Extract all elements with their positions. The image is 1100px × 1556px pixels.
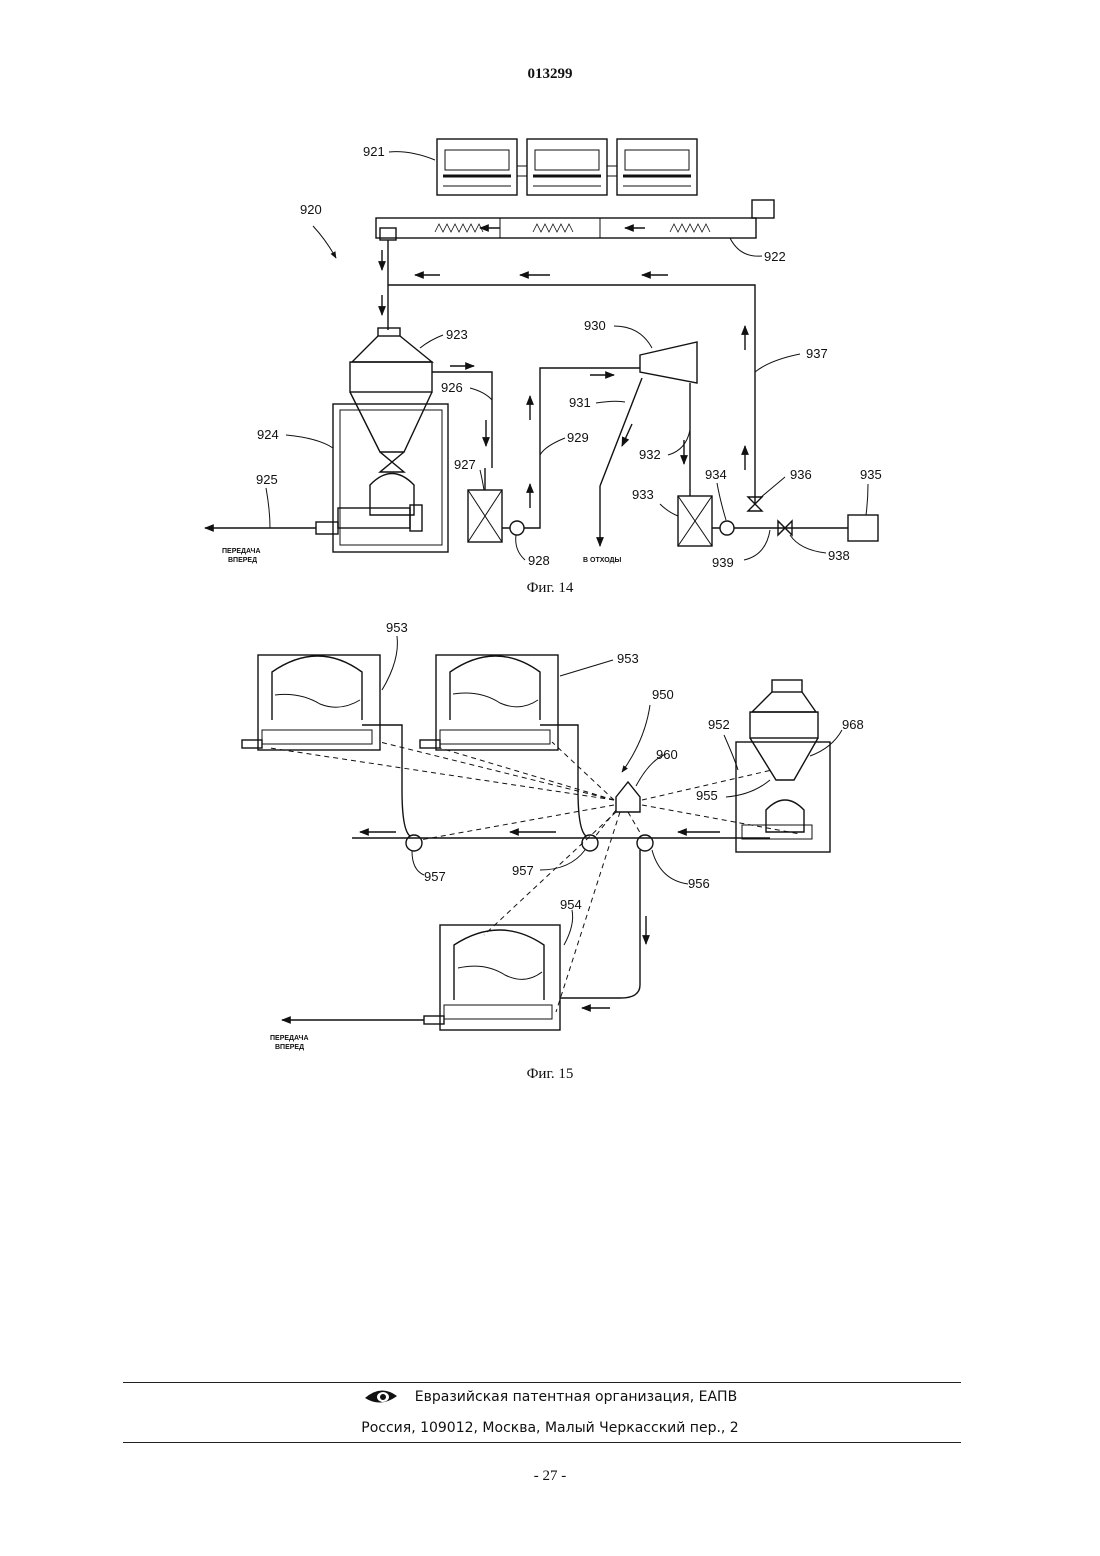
unit-953-left	[242, 655, 380, 750]
waste-label: В ОТХОДЫ	[583, 557, 622, 564]
label-957a: 957	[424, 869, 446, 884]
footer-top-rule	[123, 1382, 961, 1383]
label-950: 950	[652, 687, 674, 702]
label-936: 936	[790, 467, 812, 482]
label-953a: 953	[386, 620, 408, 635]
label-924: 924	[257, 427, 279, 442]
transfer-label-line2-fig14: ВПЕРЕД	[228, 557, 257, 564]
label-930: 930	[584, 318, 606, 333]
label-957b: 957	[512, 863, 534, 878]
conveyor-922	[376, 200, 774, 240]
figure-15	[242, 636, 842, 1030]
label-929: 929	[567, 430, 589, 445]
label-938: 938	[828, 548, 850, 563]
transfer-label-line1-fig14: ПЕРЕДАЧА	[222, 548, 261, 555]
footer-bottom-rule	[123, 1442, 961, 1443]
label-927: 927	[454, 457, 476, 472]
footer-organization: Евразийская патентная организация, ЕАПВ	[0, 1388, 1100, 1406]
label-922: 922	[764, 249, 786, 264]
figure-15-caption: Фиг. 15	[0, 1066, 1100, 1083]
label-937: 937	[806, 346, 828, 361]
dryer-units-921	[437, 139, 697, 195]
label-956: 956	[688, 876, 710, 891]
label-934: 934	[705, 467, 727, 482]
controller-960	[616, 782, 640, 812]
hopper-923	[350, 328, 432, 452]
tank-935	[848, 515, 878, 541]
label-939: 939	[712, 555, 734, 570]
transfer-label-line1-fig15: ПЕРЕДАЧА	[270, 1035, 309, 1042]
patent-figures: 920 921 922 923 924 925 926 927 928 929 …	[0, 0, 1100, 1100]
pump-934	[720, 521, 734, 535]
label-928: 928	[528, 553, 550, 568]
footer-address: Россия, 109012, Москва, Малый Черкасский…	[0, 1420, 1100, 1436]
frame-924	[316, 404, 448, 552]
label-935: 935	[860, 467, 882, 482]
label-931: 931	[569, 395, 591, 410]
figure-14-caption: Фиг. 14	[0, 580, 1100, 597]
page-footer-number: - 27 -	[0, 1468, 1100, 1485]
label-955: 955	[696, 788, 718, 803]
label-921: 921	[363, 144, 385, 159]
pump-928	[510, 521, 524, 535]
label-926: 926	[441, 380, 463, 395]
label-960: 960	[656, 747, 678, 762]
unit-953-middle	[420, 655, 558, 750]
label-954: 954	[560, 897, 582, 912]
label-952: 952	[708, 717, 730, 732]
label-920: 920	[300, 202, 322, 217]
eye-logo-icon	[363, 1388, 399, 1406]
label-923: 923	[446, 327, 468, 342]
label-953b: 953	[617, 651, 639, 666]
unit-952-right	[736, 680, 830, 852]
label-932: 932	[639, 447, 661, 462]
transfer-label-line2-fig15: ВПЕРЕД	[275, 1044, 304, 1051]
cyclone-930	[640, 342, 697, 383]
label-933: 933	[632, 487, 654, 502]
label-925: 925	[256, 472, 278, 487]
organization-name: Евразийская патентная организация, ЕАПВ	[415, 1389, 737, 1405]
unit-954-bottom	[424, 925, 560, 1030]
label-968: 968	[842, 717, 864, 732]
